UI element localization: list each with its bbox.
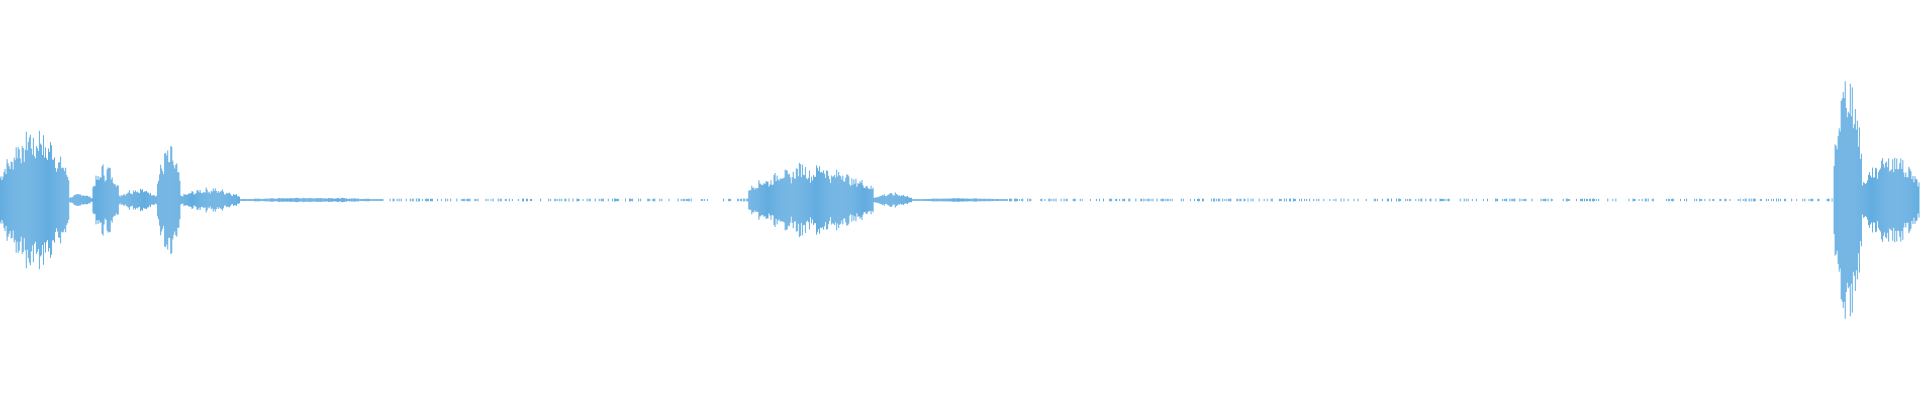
waveform-bars [0,81,1920,319]
